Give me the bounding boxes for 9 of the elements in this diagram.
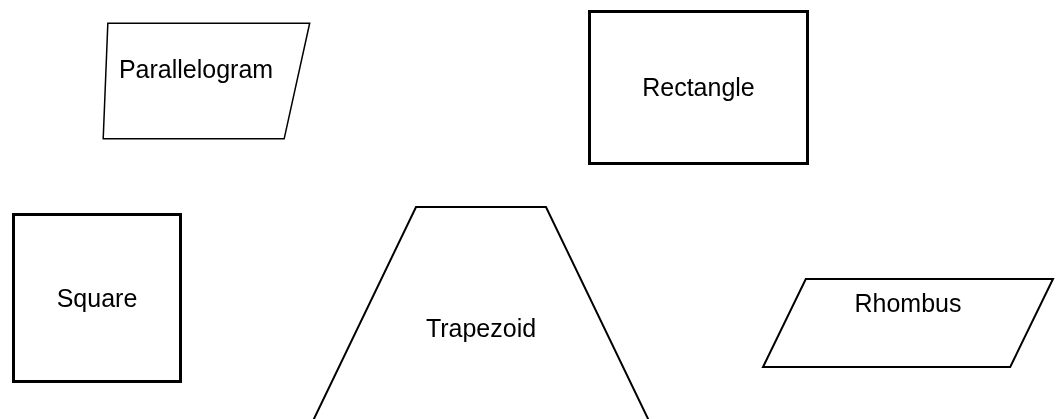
trapezoid-shape (310, 206, 652, 419)
shape-label: Rectangle (642, 73, 755, 102)
rectangle-shape (588, 10, 809, 165)
shape-label: Trapezoid (425, 313, 537, 343)
shape-label: Square (56, 283, 138, 313)
square-shape (12, 213, 182, 383)
rhombus-shape (762, 278, 1054, 368)
shape-label: Parallelogram (118, 54, 274, 84)
shape-label: Rhombus (854, 288, 962, 318)
